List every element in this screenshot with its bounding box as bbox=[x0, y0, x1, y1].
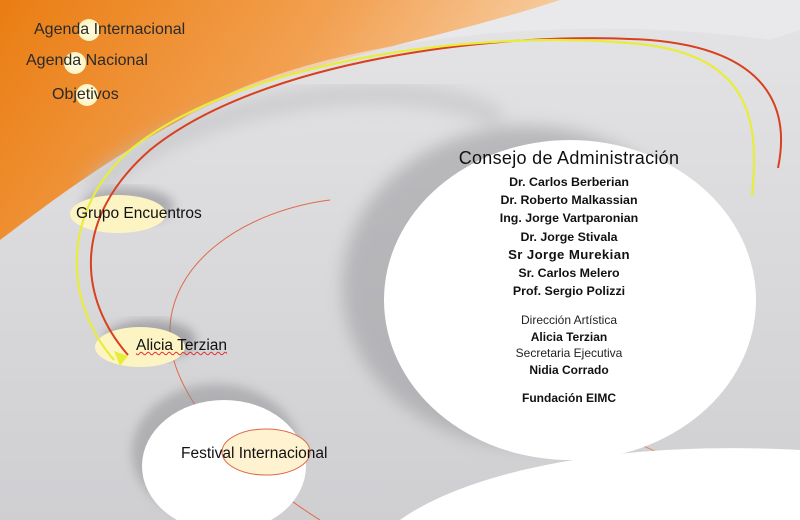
direccion-label: Dirección Artística bbox=[520, 313, 618, 328]
board-member: Sr. Carlos Melero bbox=[518, 266, 620, 281]
nav-agenda-internacional[interactable]: Agenda Internacional bbox=[34, 21, 186, 38]
board-panel: Consejo de Administración Dr. Carlos Ber… bbox=[384, 148, 754, 458]
board-member: Dr. Carlos Berberian bbox=[509, 175, 629, 189]
menu-festival-internacional[interactable]: Festival Internacional bbox=[181, 445, 328, 462]
board-member: Prof. Sergio Polizzi bbox=[512, 284, 626, 299]
menu-grupo-encuentros[interactable]: Grupo Encuentros bbox=[76, 205, 202, 222]
board-member: Dr. Jorge Stivala bbox=[520, 229, 618, 244]
secretaria-label: Secretaria Ejecutiva bbox=[515, 346, 623, 361]
nav-objetivos[interactable]: Objetivos bbox=[52, 86, 119, 103]
menu-alicia-terzian[interactable]: Alicia Terzian bbox=[136, 337, 228, 354]
board-member: Dr. Roberto Malkassian bbox=[500, 193, 638, 208]
secretaria-name: Nidia Corrado bbox=[529, 362, 609, 377]
board-member: Ing. Jorge Vartparonian bbox=[499, 211, 639, 226]
nav-highlight-dot bbox=[64, 52, 86, 74]
spacer bbox=[384, 378, 754, 390]
spacer bbox=[384, 300, 754, 312]
nav-agenda-nacional[interactable]: Agenda Nacional bbox=[26, 52, 148, 69]
nav-highlight-dot bbox=[76, 84, 98, 106]
direccion-name: Alicia Terzian bbox=[530, 329, 608, 344]
nav-highlight-dot bbox=[78, 19, 100, 41]
board-member: Sr Jorge Murekian bbox=[508, 246, 630, 262]
board-title: Consejo de Administración bbox=[458, 148, 680, 168]
fundacion-label: Fundación EIMC bbox=[522, 391, 616, 406]
